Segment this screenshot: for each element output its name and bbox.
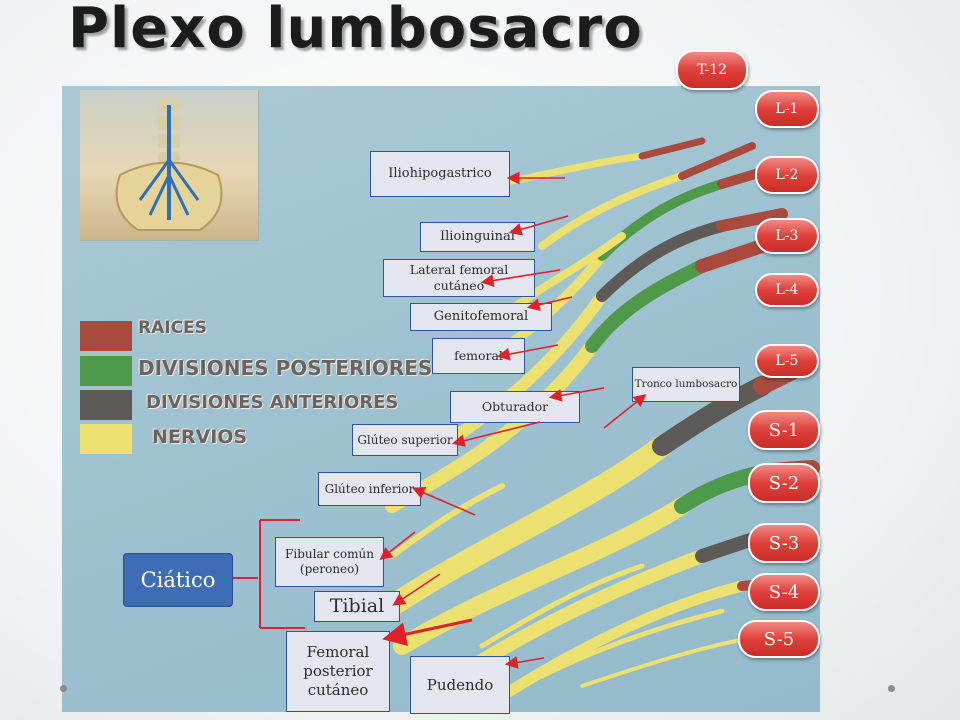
legend-swatch-anterior — [80, 390, 132, 420]
root-pill-s5: S-5 — [738, 620, 820, 658]
slide-dot-right — [888, 685, 895, 692]
label-gluteo-inferior: Glúteo inferior — [318, 472, 421, 506]
label-genitofemoral: Genitofemoral — [410, 303, 552, 331]
root-pill-l3: L-3 — [755, 218, 819, 254]
label-femoral: femoral — [432, 338, 525, 374]
trunk-sciatic-anterior — [652, 376, 772, 456]
root-pill-s2: S-2 — [748, 463, 820, 503]
root-pill-s4: S-4 — [748, 573, 820, 611]
anterior-div-l3 — [596, 220, 728, 302]
root-l1 — [678, 142, 756, 180]
label-ilioinguinal: Ilioinguinal — [420, 222, 535, 252]
spine-inset — [80, 90, 259, 241]
root-pill-s1: S-1 — [748, 410, 820, 450]
legend-swatch-posterior — [80, 356, 132, 386]
legend-swatch-nerves — [80, 424, 132, 454]
trunk-pudendal — [496, 580, 748, 702]
branch-c — [479, 563, 645, 649]
page-title: Plexo lumbosacro — [68, 0, 643, 61]
legend-label-nerves: NERVIOS — [152, 426, 248, 448]
branch-d — [539, 608, 725, 679]
legend-label-posterior: DIVISIONES POSTERIORES — [138, 356, 433, 380]
root-pill-t12: T-12 — [676, 50, 748, 90]
root-pill-l2: L-2 — [755, 156, 819, 194]
label-tronco-lumbosacro: Tronco lumbosacro — [632, 367, 740, 402]
branch-e — [580, 634, 764, 688]
root-l3 — [716, 208, 788, 232]
label-tibial: Tibial — [314, 591, 400, 622]
label-gluteo-superior: Glúteo superior — [352, 424, 458, 456]
label-femoral-posterior-cutaneo: Femoral posterior cutáneo — [286, 631, 390, 712]
spine-drawing — [115, 98, 223, 231]
nerve-ilioinguinal — [538, 172, 686, 250]
root-pill-l5: L-5 — [755, 344, 819, 378]
label-pudendo: Pudendo — [410, 656, 510, 714]
label-fibular-comun: Fibular común (peroneo) — [275, 537, 384, 587]
legend-swatch-roots — [80, 321, 132, 351]
posterior-div-l4 — [585, 259, 709, 353]
nerve-iliohypogastric — [508, 152, 646, 185]
slide-dot-left — [60, 685, 67, 692]
root-pill-l4: L-4 — [755, 273, 819, 307]
legend-label-anterior: DIVISIONES ANTERIORES — [146, 392, 399, 413]
label-lateral-femoral-cutaneo: Lateral femoral cutáneo — [383, 259, 535, 297]
label-obturador: Obturador — [450, 391, 580, 423]
root-pill-s3: S-3 — [748, 523, 820, 563]
root-pill-l1: L-1 — [755, 90, 819, 128]
plexus-lines — [138, 159, 200, 216]
root-t12 — [638, 137, 706, 160]
label-iliohipogastrico: Iliohipogastrico — [370, 151, 510, 197]
label-ciatico: Ciático — [123, 553, 233, 607]
legend-label-roots: RAICES — [138, 318, 207, 338]
root-l4 — [695, 239, 769, 273]
